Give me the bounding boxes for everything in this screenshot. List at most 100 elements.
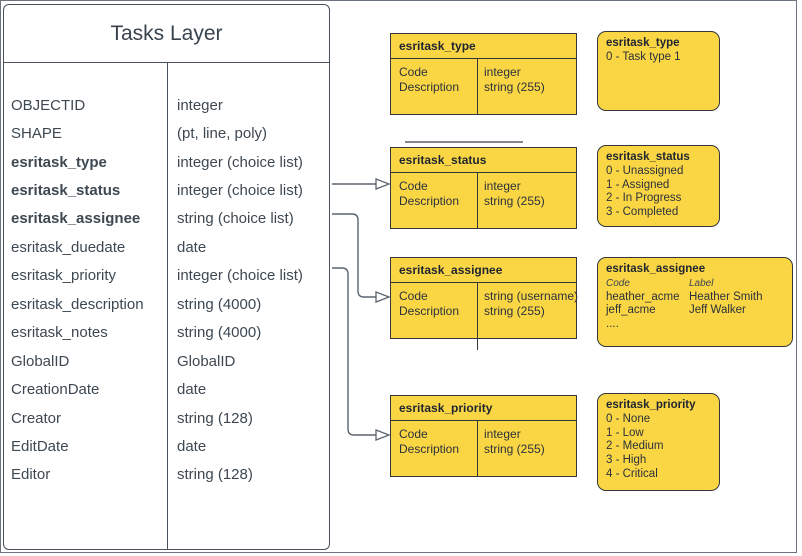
domain-table-title: esritask_priority	[391, 396, 576, 421]
domain-divider	[477, 283, 478, 338]
assignee-code: jeff_acme	[606, 304, 656, 317]
value-item: 2 - Medium	[606, 440, 664, 453]
field-row: EditDate date	[4, 432, 329, 460]
value-item: 1 - Low	[606, 426, 644, 439]
domain-field: Code	[399, 289, 428, 303]
value-list-title: esritask_type	[606, 37, 680, 49]
domain-table-title: esritask_status	[391, 148, 576, 173]
domain-field: Description	[399, 79, 460, 94]
value-item: 1 - Assigned	[606, 178, 670, 191]
field-name: OBJECTID	[11, 96, 86, 114]
field-name: CreationDate	[11, 381, 100, 399]
domain-type: integer	[484, 179, 521, 193]
tasks-layer-title: Tasks Layer	[4, 5, 329, 63]
field-row: esritask_priority integer (choice list)	[4, 262, 329, 290]
domain-type: integer	[484, 65, 521, 79]
value-list-title: esritask_priority	[606, 399, 696, 411]
divider-stub	[477, 339, 478, 350]
domain-type: integer	[484, 427, 521, 441]
value-item: 0 - None	[606, 412, 651, 425]
domain-type: string (username)	[484, 289, 579, 303]
assignee-code: heather_acme	[606, 290, 680, 303]
value-list-items: 0 - Task type 1	[606, 51, 711, 65]
field-name: EditDate	[11, 437, 69, 455]
domain-type: string (255)	[484, 303, 545, 318]
value-list-ellipsis: ....	[606, 318, 619, 331]
domain-divider	[477, 173, 478, 228]
field-name: esritask_status	[11, 182, 121, 200]
field-type: integer (choice list)	[177, 267, 303, 285]
domain-field: Code	[399, 427, 428, 441]
field-type: string (128)	[177, 409, 253, 427]
domain-field: Description	[399, 303, 460, 318]
field-name: esritask_description	[11, 295, 144, 313]
value-list-column-headers: Code Label	[606, 277, 784, 291]
value-list-title: esritask_status	[606, 151, 690, 163]
domain-field: Description	[399, 193, 460, 208]
domain-type: string (255)	[484, 193, 545, 208]
value-list-type: esritask_type 0 - Task type 1	[597, 31, 720, 111]
field-row: esritask_duedate date	[4, 233, 329, 261]
field-type: (pt, line, poly)	[177, 125, 268, 143]
field-name: esritask_assignee	[11, 210, 141, 228]
value-item: 0 - Task type 1	[606, 50, 681, 63]
field-row: SHAPE (pt, line, poly)	[4, 119, 329, 147]
field-row: OBJECTID integer	[4, 91, 329, 119]
domain-type: string (255)	[484, 441, 545, 456]
field-type: string (choice list)	[177, 210, 294, 228]
field-type: date	[177, 381, 207, 399]
field-name: esritask_priority	[11, 267, 117, 285]
domain-table-title: esritask_type	[391, 34, 576, 59]
field-type: date	[177, 437, 207, 455]
field-type: string (4000)	[177, 324, 262, 342]
field-type: integer (choice list)	[177, 182, 303, 200]
field-type: integer (choice list)	[177, 153, 303, 171]
value-list-assignee: esritask_assignee Code Label heather_acme…	[597, 257, 793, 347]
field-row: esritask_status integer (choice list)	[4, 176, 329, 204]
field-type: GlobalID	[177, 352, 236, 370]
field-row: esritask_assignee string (choice list)	[4, 205, 329, 233]
field-row: Editor string (128)	[4, 461, 329, 489]
field-type: date	[177, 238, 207, 256]
field-name: SHAPE	[11, 125, 62, 143]
field-name: Editor	[11, 466, 51, 484]
field-name: esritask_duedate	[11, 238, 126, 256]
value-item: 0 - Unassigned	[606, 164, 684, 177]
value-column-header: Label	[689, 277, 714, 289]
value-list-title: esritask_assignee	[606, 263, 706, 275]
field-row: CreationDate date	[4, 375, 329, 403]
field-type: integer	[177, 96, 223, 114]
domain-field: Description	[399, 441, 460, 456]
assignee-label: Jeff Walker	[689, 304, 746, 317]
domain-field: Code	[399, 65, 428, 79]
value-item: 2 - In Progress	[606, 192, 682, 205]
domain-divider	[477, 421, 478, 476]
value-column-header: Code	[606, 277, 630, 289]
domain-divider	[477, 59, 478, 114]
domain-types: string (username)string (255)	[484, 289, 578, 318]
field-type: string (128)	[177, 466, 253, 484]
